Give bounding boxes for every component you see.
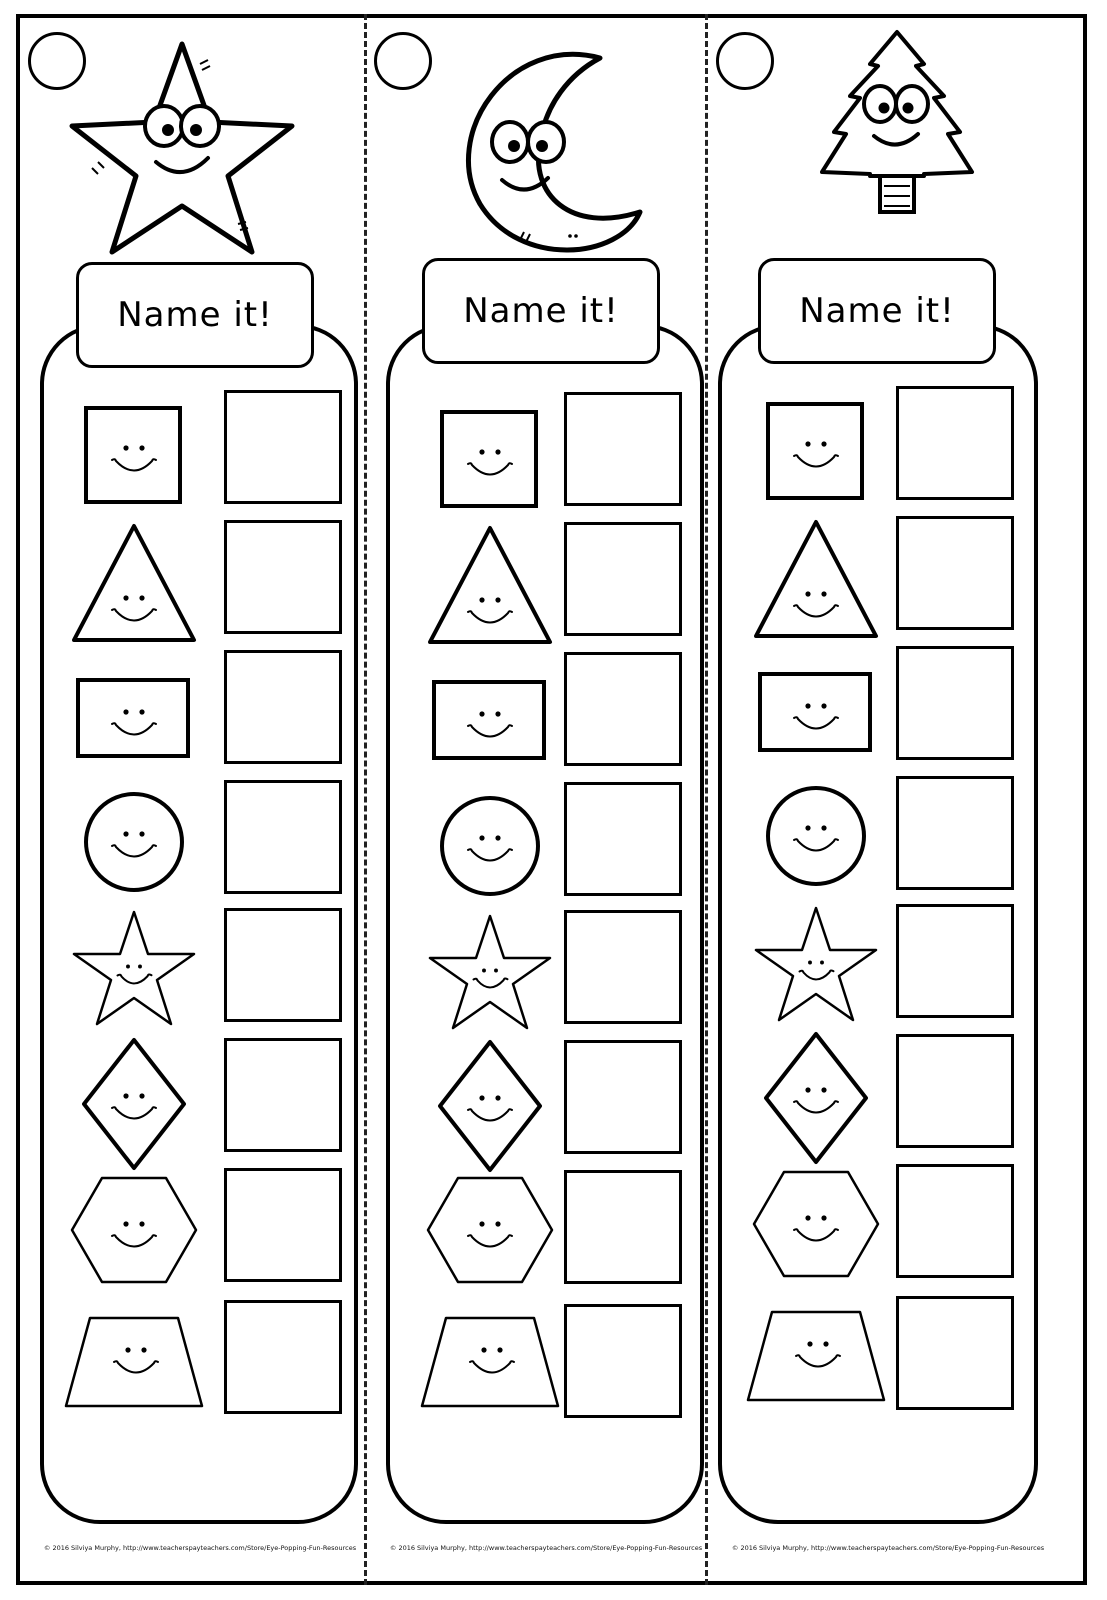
tab-label: Name it! (117, 295, 273, 335)
punch-hole (28, 32, 86, 90)
answer-box[interactable] (224, 650, 342, 764)
square-icon (64, 396, 204, 516)
name-it-tab: Name it! (76, 262, 314, 368)
moon-icon (450, 44, 690, 284)
bookmark-strip-moon: Name it! © 2016 Silviya Murphy, http://w… (366, 14, 705, 1585)
diamond-icon (746, 1032, 886, 1164)
hexagon-icon (746, 1164, 886, 1284)
star-icon (420, 914, 560, 1034)
answer-box[interactable] (564, 522, 682, 636)
hexagon-icon (420, 1170, 560, 1290)
answer-box[interactable] (896, 516, 1014, 630)
answer-box[interactable] (896, 386, 1014, 500)
trapezoid-icon (746, 1296, 886, 1416)
answer-box[interactable] (224, 1300, 342, 1414)
rectangle-icon (746, 648, 886, 768)
tab-label: Name it! (463, 291, 619, 331)
star-icon (69, 34, 322, 274)
bookmark-strip-tree: Name it! © 2016 Silviya Murphy, http://w… (708, 14, 1083, 1585)
copyright-note: © 2016 Silviya Murphy, http://www.teache… (389, 1544, 703, 1552)
rectangle-icon (64, 654, 204, 774)
answer-box[interactable] (564, 1304, 682, 1418)
answer-box[interactable] (896, 776, 1014, 890)
answer-box[interactable] (896, 1164, 1014, 1278)
answer-box[interactable] (896, 904, 1014, 1018)
trapezoid-icon (64, 1302, 204, 1422)
trapezoid-icon (420, 1302, 560, 1422)
answer-box[interactable] (564, 910, 682, 1024)
diamond-icon (64, 1038, 204, 1170)
square-icon (420, 400, 560, 520)
tab-label: Name it! (799, 291, 955, 331)
answer-box[interactable] (896, 646, 1014, 760)
triangle-icon (64, 524, 204, 644)
bookmark-strip-star: Name it! © 2016 Silviya Murphy, http://w… (20, 14, 364, 1585)
copyright-note: © 2016 Silviya Murphy, http://www.teache… (731, 1544, 1045, 1552)
star-icon (746, 906, 886, 1026)
punch-hole (716, 32, 774, 90)
punch-hole (374, 32, 432, 90)
cut-line (705, 14, 708, 1585)
answer-box[interactable] (224, 1168, 342, 1282)
answer-box[interactable] (896, 1296, 1014, 1410)
square-icon (746, 392, 886, 512)
answer-box[interactable] (564, 392, 682, 506)
answer-box[interactable] (224, 780, 342, 894)
rectangle-icon (420, 656, 560, 776)
answer-box[interactable] (224, 520, 342, 634)
answer-box[interactable] (564, 652, 682, 766)
circle-icon (420, 786, 560, 906)
hexagon-icon (64, 1170, 204, 1290)
answer-box[interactable] (224, 1038, 342, 1152)
answer-box[interactable] (224, 908, 342, 1022)
circle-icon (64, 782, 204, 902)
triangle-icon (746, 520, 886, 640)
name-it-tab: Name it! (758, 258, 996, 364)
answer-box[interactable] (224, 390, 342, 504)
tree-icon (812, 24, 1052, 264)
diamond-icon (420, 1040, 560, 1172)
copyright-note: © 2016 Silviya Murphy, http://www.teache… (43, 1544, 357, 1552)
answer-box[interactable] (564, 782, 682, 896)
answer-box[interactable] (564, 1040, 682, 1154)
star-icon (64, 910, 204, 1030)
circle-icon (746, 776, 886, 896)
name-it-tab: Name it! (422, 258, 660, 364)
page-border (16, 14, 1087, 1585)
answer-box[interactable] (896, 1034, 1014, 1148)
answer-box[interactable] (564, 1170, 682, 1284)
triangle-icon (420, 526, 560, 646)
cut-line (364, 14, 367, 1585)
